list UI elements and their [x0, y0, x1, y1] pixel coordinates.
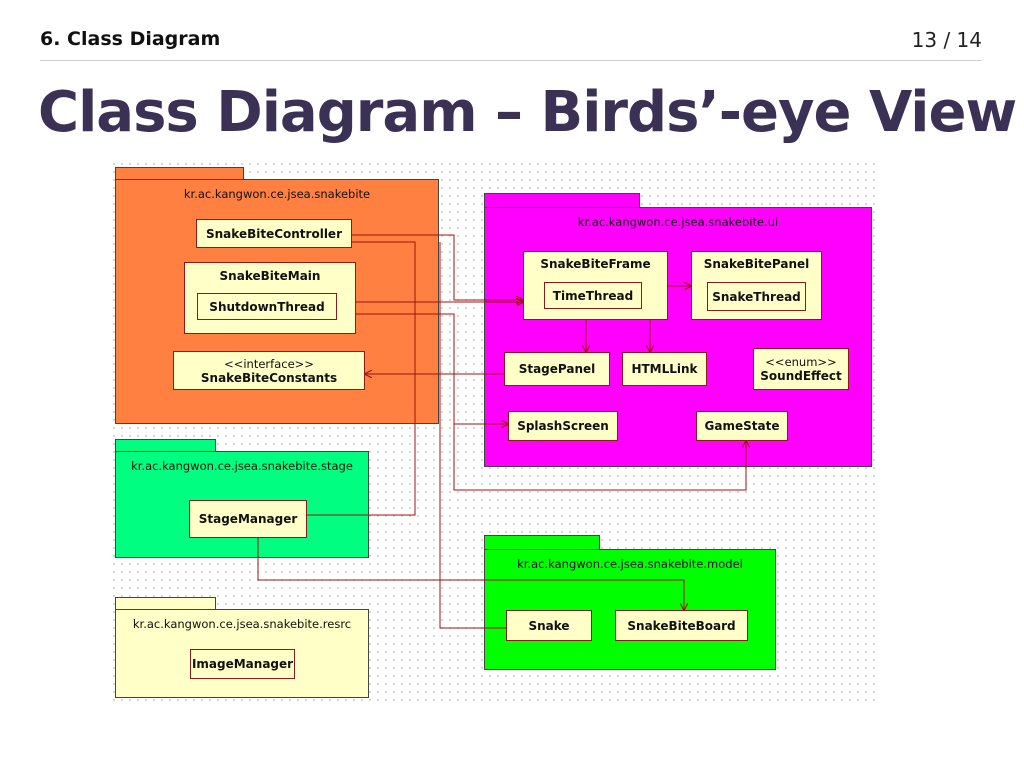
- edge-controller-snake: [439, 242, 506, 629]
- header-divider: [40, 60, 982, 61]
- class-stage-panel[interactable]: StagePanel: [504, 352, 610, 386]
- class-html-link-label: HTMLLink: [631, 362, 698, 376]
- class-snake-bite-controller[interactable]: SnakeBiteController: [196, 219, 352, 248]
- class-image-manager-label: ImageManager: [191, 657, 294, 671]
- package-stage-name: kr.ac.kangwon.ce.jsea.snakebite.stage: [131, 459, 353, 473]
- class-snake-bite-panel-label: SnakeBitePanel: [703, 257, 810, 271]
- class-sound-effect[interactable]: <<enum>> SoundEffect: [753, 348, 849, 390]
- class-splash-screen-label: SplashScreen: [517, 419, 609, 433]
- class-snake-label: Snake: [528, 618, 570, 633]
- slide-title: Class Diagram – Birds’-eye View: [38, 80, 1017, 145]
- class-snake-bite-constants[interactable]: <<interface>> SnakeBiteConstants: [173, 351, 365, 390]
- edge-controller-stage-manager: [307, 241, 416, 516]
- class-snake-thread-label: SnakeThread: [712, 289, 801, 304]
- section-label: 6. Class Diagram: [40, 28, 221, 50]
- edge-controller-frame: [352, 234, 523, 300]
- class-snake-bite-board-label: SnakeBiteBoard: [627, 618, 736, 633]
- class-snake[interactable]: Snake: [506, 610, 592, 641]
- package-resrc-name: kr.ac.kangwon.ce.jsea.snakebite.resrc: [132, 617, 352, 631]
- edge-main-gamestate: [453, 314, 746, 491]
- class-sound-effect-label: SoundEffect: [760, 369, 842, 383]
- class-snake-bite-constants-label: SnakeBiteConstants: [200, 370, 338, 385]
- class-snake-bite-frame-label: SnakeBiteFrame: [540, 257, 651, 271]
- class-stage-manager[interactable]: StageManager: [189, 500, 307, 538]
- package-model: kr.ac.kangwon.ce.jsea.snakebite.model: [484, 549, 776, 670]
- class-time-thread-label: TimeThread: [552, 288, 634, 303]
- class-snake-thread[interactable]: SnakeThread: [707, 282, 806, 311]
- class-diagram: kr.ac.kangwon.ce.jsea.snakebite kr.ac.ka…: [110, 160, 880, 705]
- class-snake-bite-controller-label: SnakeBiteController: [206, 226, 342, 241]
- class-stage-panel-label: StagePanel: [518, 362, 596, 376]
- class-shutdown-thread[interactable]: ShutdownThread: [197, 293, 337, 320]
- package-model-name: kr.ac.kangwon.ce.jsea.snakebite.model: [517, 557, 743, 571]
- edge-main-splash: [356, 313, 508, 424]
- class-image-manager[interactable]: ImageManager: [190, 649, 295, 679]
- package-snakebite-name: kr.ac.kangwon.ce.jsea.snakebite: [183, 187, 371, 201]
- class-time-thread[interactable]: TimeThread: [544, 282, 642, 309]
- class-splash-screen[interactable]: SplashScreen: [508, 411, 618, 441]
- package-ui-name: kr.ac.kangwon.ce.jsea.snakebite.ui: [577, 215, 779, 229]
- class-shutdown-thread-label: ShutdownThread: [209, 299, 325, 314]
- class-game-state-label: GameState: [704, 419, 780, 433]
- edge-stage-manager-board: [257, 538, 684, 610]
- class-game-state[interactable]: GameState: [696, 411, 788, 441]
- class-snake-bite-board[interactable]: SnakeBiteBoard: [615, 610, 748, 641]
- dependency-edges: [257, 234, 880, 629]
- package-resrc: kr.ac.kangwon.ce.jsea.snakebite.resrc: [115, 609, 369, 698]
- class-snake-bite-main-label: SnakeBiteMain: [219, 269, 321, 283]
- class-stage-manager-label: StageManager: [198, 512, 298, 526]
- class-html-link[interactable]: HTMLLink: [622, 352, 707, 386]
- class-sound-effect-stereotype: <<enum>>: [765, 355, 837, 369]
- class-snake-bite-constants-stereotype: <<interface>>: [224, 356, 314, 371]
- page-number: 13 / 14: [911, 28, 982, 52]
- package-stage: kr.ac.kangwon.ce.jsea.snakebite.stage: [115, 451, 369, 558]
